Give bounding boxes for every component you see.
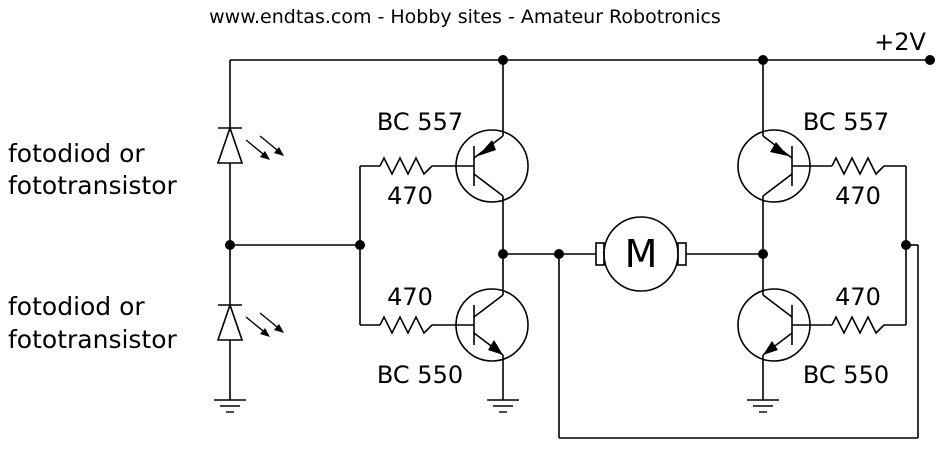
sensor-label: fototransistor <box>8 325 178 354</box>
transistor-label: BC 557 <box>377 108 463 136</box>
motor <box>595 216 687 292</box>
motor-wiring <box>503 245 919 439</box>
resistor-label: 470 <box>835 182 881 210</box>
sensor-branch <box>229 60 360 400</box>
supply-rail <box>230 56 931 61</box>
light-arrows-icon <box>245 135 285 161</box>
ground-icon <box>746 399 780 413</box>
transistor-pnp-right <box>737 60 811 254</box>
sensor-label: fotodiod or <box>8 292 145 321</box>
transistor-label: BC 550 <box>803 361 889 389</box>
page-title: www.endtas.com - Hobby sites - Amateur R… <box>209 6 721 28</box>
transistor-npn-right <box>737 254 811 400</box>
light-arrows-icon <box>245 312 285 338</box>
resistor-label: 470 <box>835 283 881 311</box>
transistor-pnp-left <box>455 60 529 254</box>
transistor-npn-left <box>455 254 529 400</box>
supply-label: +2V <box>874 28 926 56</box>
sensor-label: fototransistor <box>8 171 178 200</box>
transistor-label: BC 550 <box>377 361 463 389</box>
transistor-label: BC 557 <box>803 108 889 136</box>
ground-icon <box>213 399 247 413</box>
resistor-label: 470 <box>387 182 433 210</box>
junction-dots <box>225 55 935 259</box>
sensor-label: fotodiod or <box>8 139 145 168</box>
photodiode-bottom <box>216 302 244 341</box>
resistor-label: 470 <box>387 283 433 311</box>
photodiode-top <box>216 125 244 164</box>
motor-label: M <box>625 232 658 276</box>
ground-icon <box>486 399 520 413</box>
